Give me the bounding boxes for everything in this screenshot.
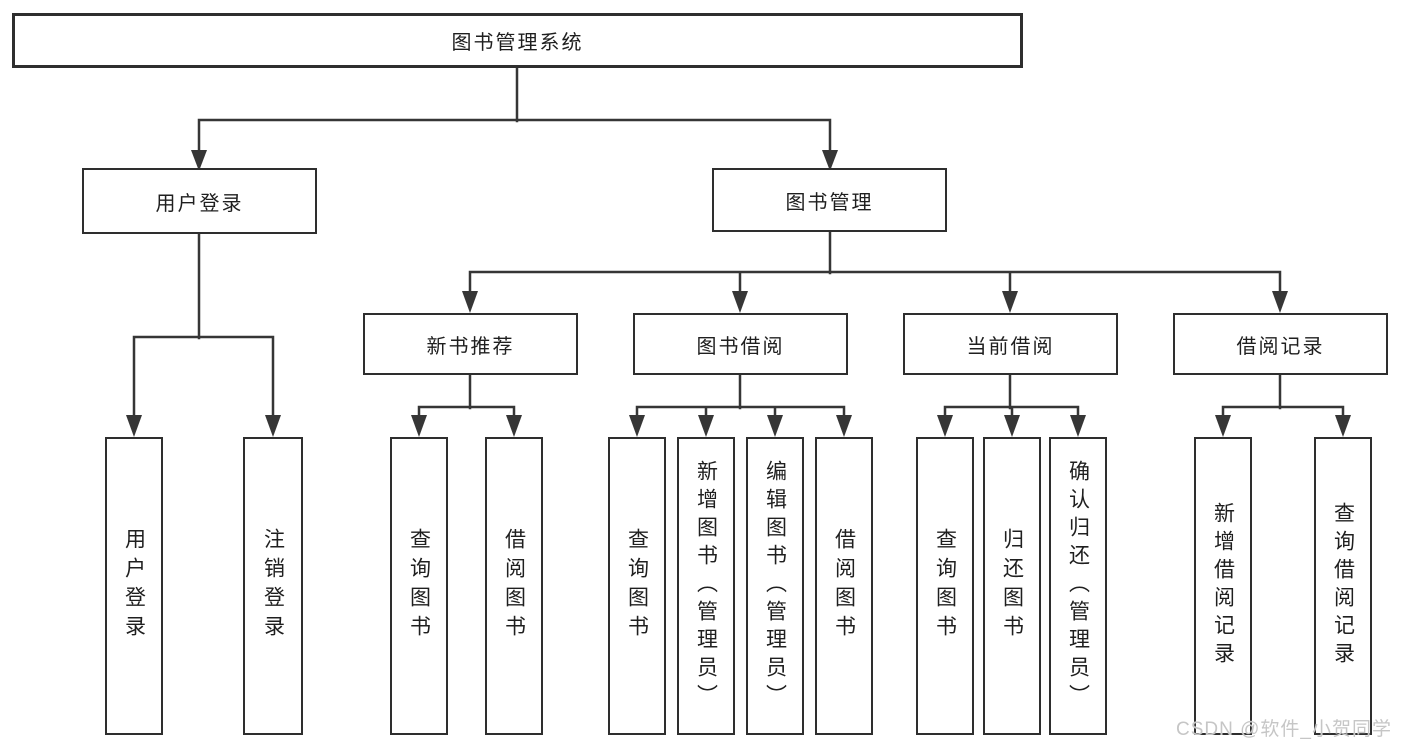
leaf-label: 用户登录 bbox=[122, 528, 146, 644]
leaf-label: 查询借阅记录 bbox=[1331, 502, 1355, 670]
node-current-borrowing: 当前借阅 bbox=[903, 313, 1118, 375]
leaf-borrow-books-recommend: 借阅图书 bbox=[485, 437, 543, 735]
node-label: 借阅记录 bbox=[1236, 335, 1325, 358]
node-book-management: 图书管理 bbox=[712, 168, 947, 232]
leaf-add-books-admin: 新增图书（管理员） bbox=[677, 437, 735, 735]
leaf-label: 确认归还（管理员） bbox=[1066, 460, 1090, 712]
leaf-query-books-current: 查询图书 bbox=[916, 437, 974, 735]
node-label: 图书管理 bbox=[785, 191, 874, 214]
arrowheads bbox=[126, 150, 1351, 437]
csdn-watermark: CSDN @软件_小贺同学 bbox=[1176, 719, 1392, 740]
leaf-query-books-recommend: 查询图书 bbox=[390, 437, 448, 735]
leaf-confirm-return-admin: 确认归还（管理员） bbox=[1049, 437, 1107, 735]
leaf-query-books-borrow: 查询图书 bbox=[608, 437, 666, 735]
leaf-label: 借阅图书 bbox=[502, 528, 526, 644]
node-label: 图书借阅 bbox=[696, 335, 785, 358]
leaf-label: 查询图书 bbox=[933, 528, 957, 644]
leaf-edit-books-admin: 编辑图书（管理员） bbox=[746, 437, 804, 735]
leaf-user-login: 用户登录 bbox=[105, 437, 163, 735]
leaf-return-books: 归还图书 bbox=[983, 437, 1041, 735]
node-user-login: 用户登录 bbox=[82, 168, 317, 234]
leaf-label: 新增图书（管理员） bbox=[694, 460, 718, 712]
node-label: 用户登录 bbox=[155, 192, 244, 215]
leaf-label: 查询图书 bbox=[625, 528, 649, 644]
leaf-add-borrow-record: 新增借阅记录 bbox=[1194, 437, 1252, 735]
leaf-borrow-books: 借阅图书 bbox=[815, 437, 873, 735]
leaf-label: 注销登录 bbox=[261, 528, 285, 644]
leaf-label: 编辑图书（管理员） bbox=[763, 460, 787, 712]
node-new-book-recommendation: 新书推荐 bbox=[363, 313, 578, 375]
leaf-query-borrow-record: 查询借阅记录 bbox=[1314, 437, 1372, 735]
leaf-logout: 注销登录 bbox=[243, 437, 303, 735]
node-borrowing-records: 借阅记录 bbox=[1173, 313, 1388, 375]
leaf-label: 新增借阅记录 bbox=[1211, 502, 1235, 670]
leaf-label: 借阅图书 bbox=[832, 528, 856, 644]
leaf-label: 查询图书 bbox=[407, 528, 431, 644]
node-book-borrowing: 图书借阅 bbox=[633, 313, 848, 375]
node-label: 当前借阅 bbox=[966, 335, 1055, 358]
leaf-label: 归还图书 bbox=[1000, 528, 1024, 644]
node-label: 图书管理系统 bbox=[451, 32, 584, 54]
node-library-management-system: 图书管理系统 bbox=[12, 13, 1023, 68]
node-label: 新书推荐 bbox=[426, 335, 515, 358]
